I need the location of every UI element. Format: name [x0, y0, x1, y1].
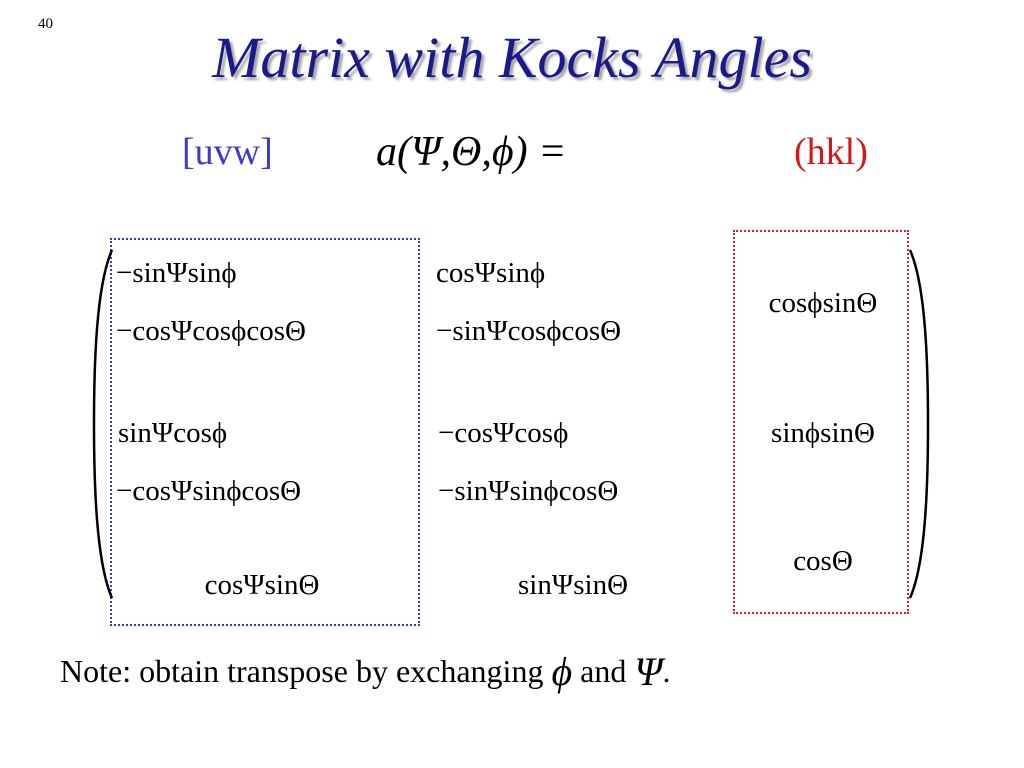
matrix-r2c1-line2: −cosΨsinϕcosΘ: [116, 475, 302, 507]
matrix-r1c3: cosϕsinΘ: [768, 287, 878, 319]
note-middle: and: [580, 653, 627, 689]
slide-number: 40: [38, 16, 53, 32]
matrix-r1c1-line1: −sinΨsinϕ: [116, 257, 237, 289]
matrix-r2c1-line1: sinΨcosϕ: [118, 417, 228, 449]
footnote: Note: obtain transpose by exchanging ϕ a…: [60, 648, 670, 695]
matrix-r1c2-line1: cosΨsinϕ: [436, 257, 546, 289]
matrix-r2c2-line1: −cosΨcosϕ: [438, 417, 569, 449]
uvw-column-highlight: [110, 238, 420, 626]
matrix-r1c2-line2: −sinΨcosϕcosΘ: [436, 315, 622, 347]
left-parenthesis: [92, 249, 114, 599]
phi-symbol: ϕ: [551, 649, 573, 694]
matrix-r3c1: cosΨsinΘ: [204, 569, 320, 601]
matrix-r2c2-line2: −sinΨsinϕcosΘ: [438, 475, 619, 507]
matrix-r3c3: cosΘ: [793, 545, 853, 577]
right-parenthesis: [908, 249, 930, 599]
note-suffix: .: [662, 653, 671, 689]
slide-title: Matrix with Kocks Angles: [212, 25, 812, 90]
note-prefix: Note: obtain transpose by exchanging: [60, 653, 544, 689]
matrix-r1c1-line2: −cosΨcosϕcosΘ: [116, 315, 306, 347]
hkl-column-highlight: [733, 230, 909, 614]
uvw-label: [uvw]: [182, 131, 273, 173]
matrix-r3c2: sinΨsinΘ: [517, 569, 629, 601]
psi-symbol: Ψ: [634, 649, 663, 694]
equation-lhs: a(Ψ,Θ,ϕ) =: [376, 129, 567, 175]
hkl-label: (hkl): [794, 131, 868, 173]
matrix-r2c3: sinϕsinΘ: [771, 417, 875, 449]
